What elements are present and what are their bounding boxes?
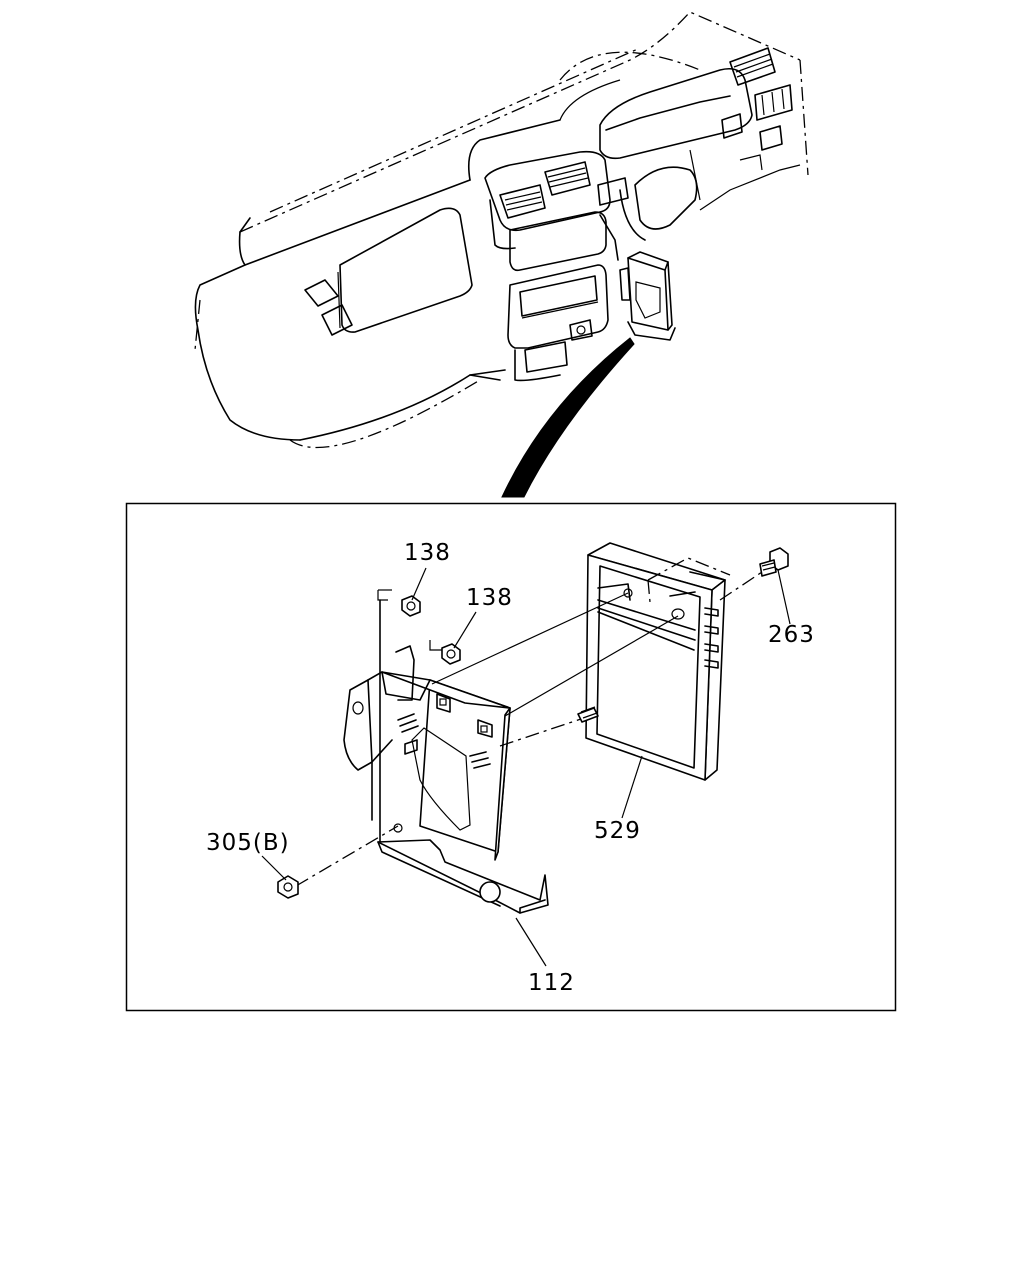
nut-305b-icon	[277, 875, 299, 899]
callout-138-a: 138	[404, 540, 451, 566]
callout-529: 529	[594, 818, 641, 844]
detail-frame	[125, 502, 897, 1012]
control-unit-location-icon	[619, 251, 676, 341]
nut-138-a-icon	[401, 595, 421, 617]
right-vent-icon	[729, 47, 776, 86]
callout-leaders	[261, 567, 791, 967]
detail-pointer	[501, 337, 635, 498]
center-vent-left-icon	[499, 184, 546, 219]
dashboard-overview	[194, 11, 809, 449]
callout-305b: 305(B)	[206, 830, 290, 856]
assembly-lines	[295, 571, 763, 887]
bracket-112	[343, 599, 549, 914]
bolt-263-icon	[759, 547, 789, 577]
center-vent-right-icon	[544, 161, 591, 196]
callout-263: 263	[768, 622, 815, 648]
callout-138-b: 138	[466, 585, 513, 611]
control-unit-529	[585, 542, 731, 781]
right-switch-panel-icon	[721, 84, 793, 151]
nut-138-b-icon	[441, 643, 461, 665]
callout-112: 112	[528, 970, 575, 996]
stud-icon	[577, 706, 599, 723]
